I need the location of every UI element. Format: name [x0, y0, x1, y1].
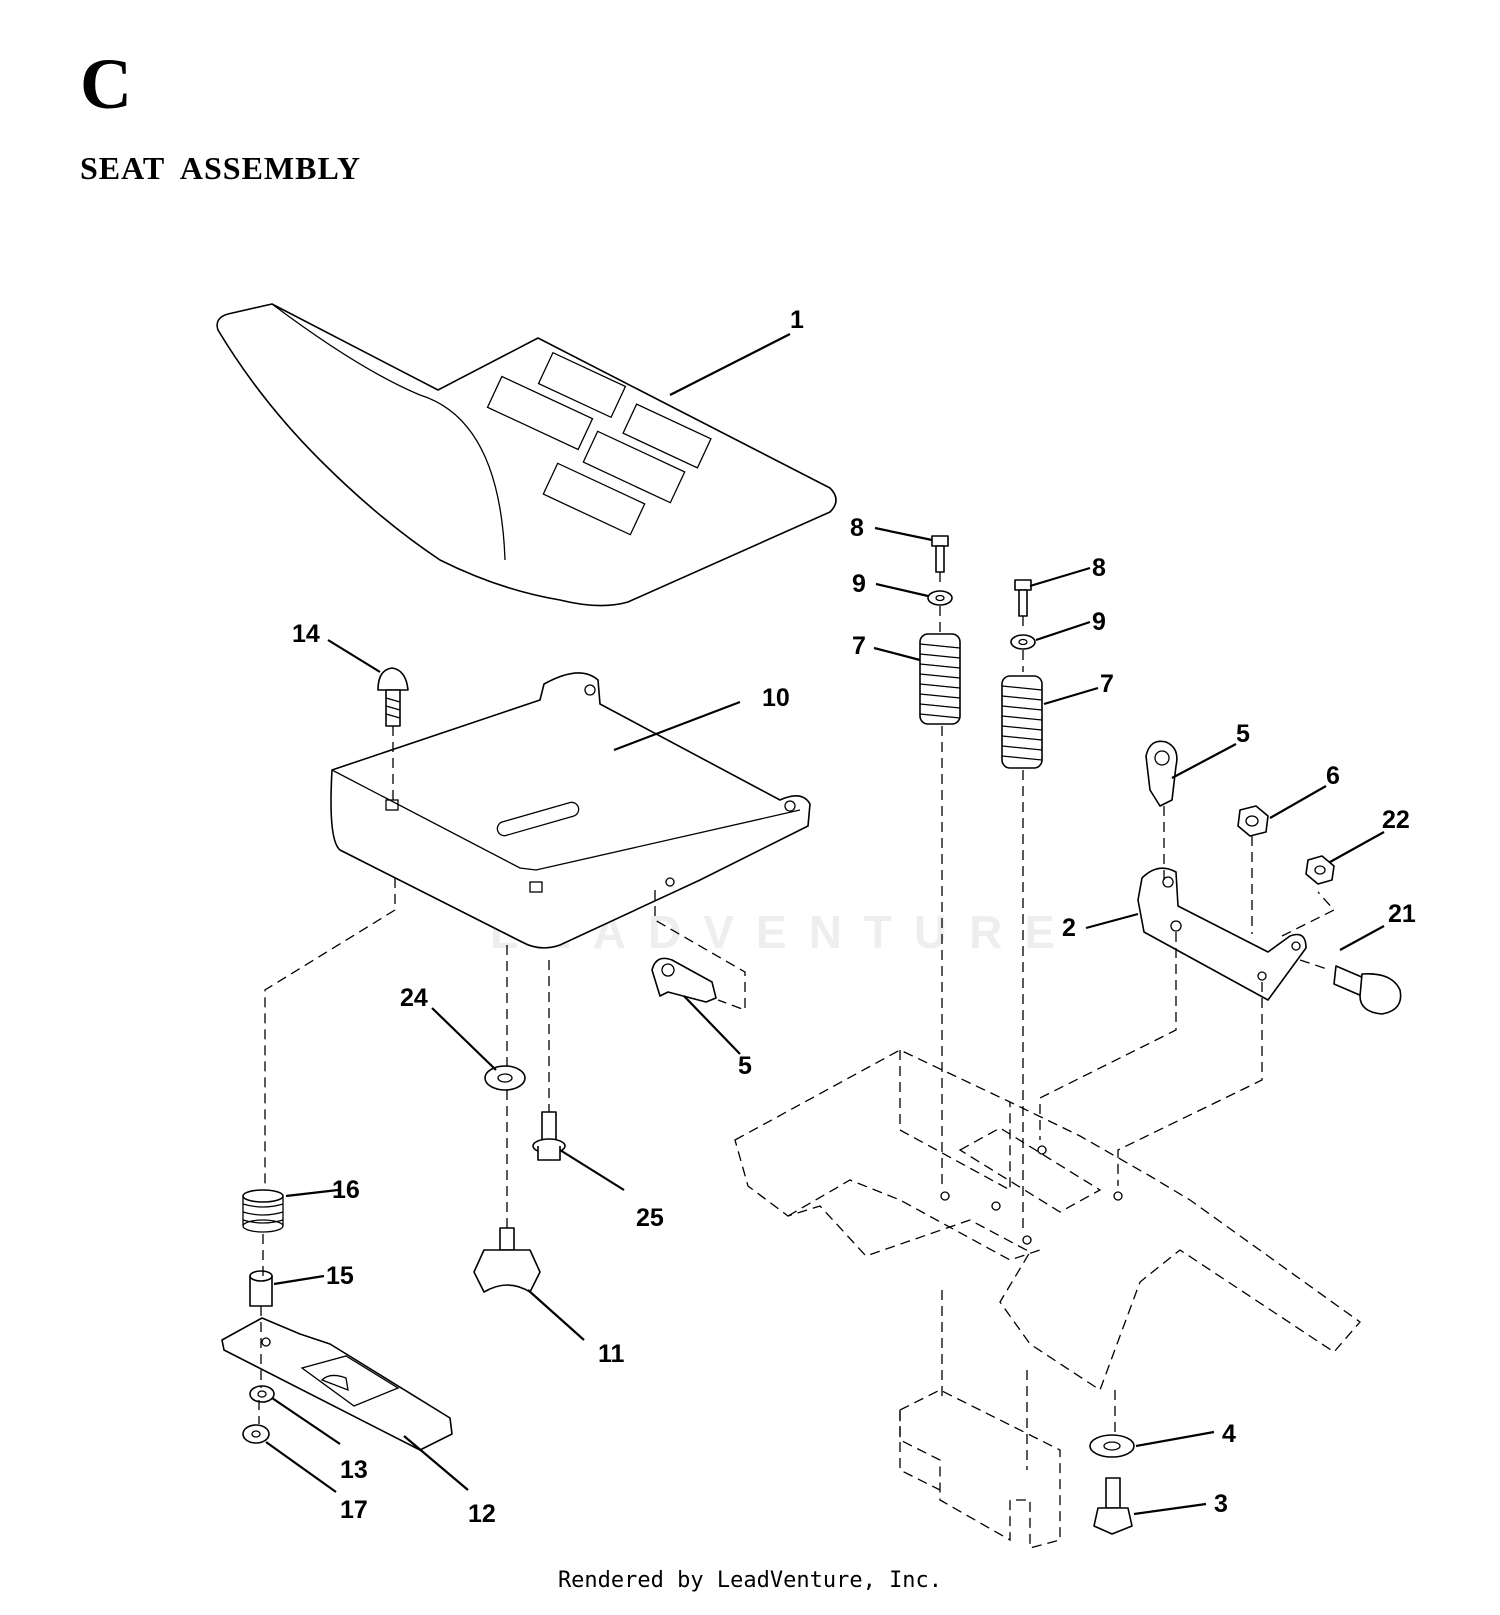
flange-nut-13-part[interactable] [249, 1385, 275, 1403]
knob-part[interactable] [473, 1227, 541, 1293]
washer-4-part[interactable] [1089, 1434, 1135, 1458]
callout-13: 13 [340, 1456, 368, 1484]
callout-25: 25 [636, 1204, 664, 1232]
compression-spring-part[interactable] [242, 1189, 284, 1233]
bolt-right-part[interactable] [1014, 579, 1032, 617]
callout-9-right: 9 [1092, 608, 1106, 636]
assembly-lines [258, 572, 1336, 1470]
callout-labels: 1 2 3 4 5 5 6 7 7 8 8 9 9 10 11 12 13 14… [292, 306, 1416, 1528]
flange-nut-17-part[interactable] [242, 1424, 270, 1444]
washer-right-part[interactable] [1010, 634, 1036, 650]
nut-6-part[interactable] [1237, 805, 1269, 837]
washer-24-part[interactable] [484, 1065, 526, 1091]
callout-22: 22 [1382, 806, 1410, 834]
bolt-left-part[interactable] [931, 535, 949, 573]
spring-left-part[interactable] [919, 633, 961, 725]
callout-7-right: 7 [1100, 670, 1114, 698]
callout-15: 15 [326, 1262, 354, 1290]
clip-lower-part[interactable] [651, 957, 717, 1003]
bolt-3-part[interactable] [1093, 1477, 1133, 1535]
section-letter: C [80, 44, 132, 124]
callout-17: 17 [340, 1496, 368, 1524]
callout-11: 11 [598, 1340, 625, 1368]
callout-2: 2 [1062, 914, 1076, 942]
callout-5-upper: 5 [1236, 720, 1250, 748]
seat-pan-part[interactable] [330, 672, 811, 949]
callout-5-lower: 5 [738, 1052, 752, 1080]
shoulder-bolt-part[interactable] [1333, 965, 1402, 1015]
callout-4: 4 [1222, 1420, 1236, 1448]
callout-21: 21 [1388, 900, 1416, 928]
frame-outline [734, 1049, 1361, 1549]
clip-upper-part[interactable] [1145, 740, 1178, 807]
washer-left-part[interactable] [927, 590, 953, 606]
footer-credit: Rendered by LeadVenture, Inc. [557, 1568, 943, 1593]
callout-10: 10 [762, 684, 790, 712]
callout-9-left: 9 [852, 570, 866, 598]
mounting-plate-part[interactable] [221, 1317, 453, 1451]
spacer-part[interactable] [249, 1270, 273, 1307]
nut-22-part[interactable] [1305, 855, 1335, 885]
callout-12: 12 [468, 1500, 496, 1528]
page-title: SEAT ASSEMBLY [80, 150, 361, 186]
leader-lines [265, 333, 1385, 1516]
callout-3: 3 [1214, 1490, 1228, 1518]
flange-bolt-part[interactable] [532, 1111, 566, 1161]
carriage-bolt-part[interactable] [377, 667, 409, 727]
callout-7-left: 7 [852, 632, 866, 660]
spring-right-part[interactable] [1001, 675, 1043, 769]
callout-16: 16 [332, 1176, 360, 1204]
callout-8-right: 8 [1092, 554, 1106, 582]
bracket-part[interactable] [1137, 867, 1307, 1001]
callout-6: 6 [1326, 762, 1340, 790]
callout-8-left: 8 [850, 514, 864, 542]
callout-1: 1 [790, 306, 804, 334]
callout-24: 24 [400, 984, 428, 1012]
callout-14: 14 [292, 620, 320, 648]
seat-part[interactable] [216, 303, 837, 607]
